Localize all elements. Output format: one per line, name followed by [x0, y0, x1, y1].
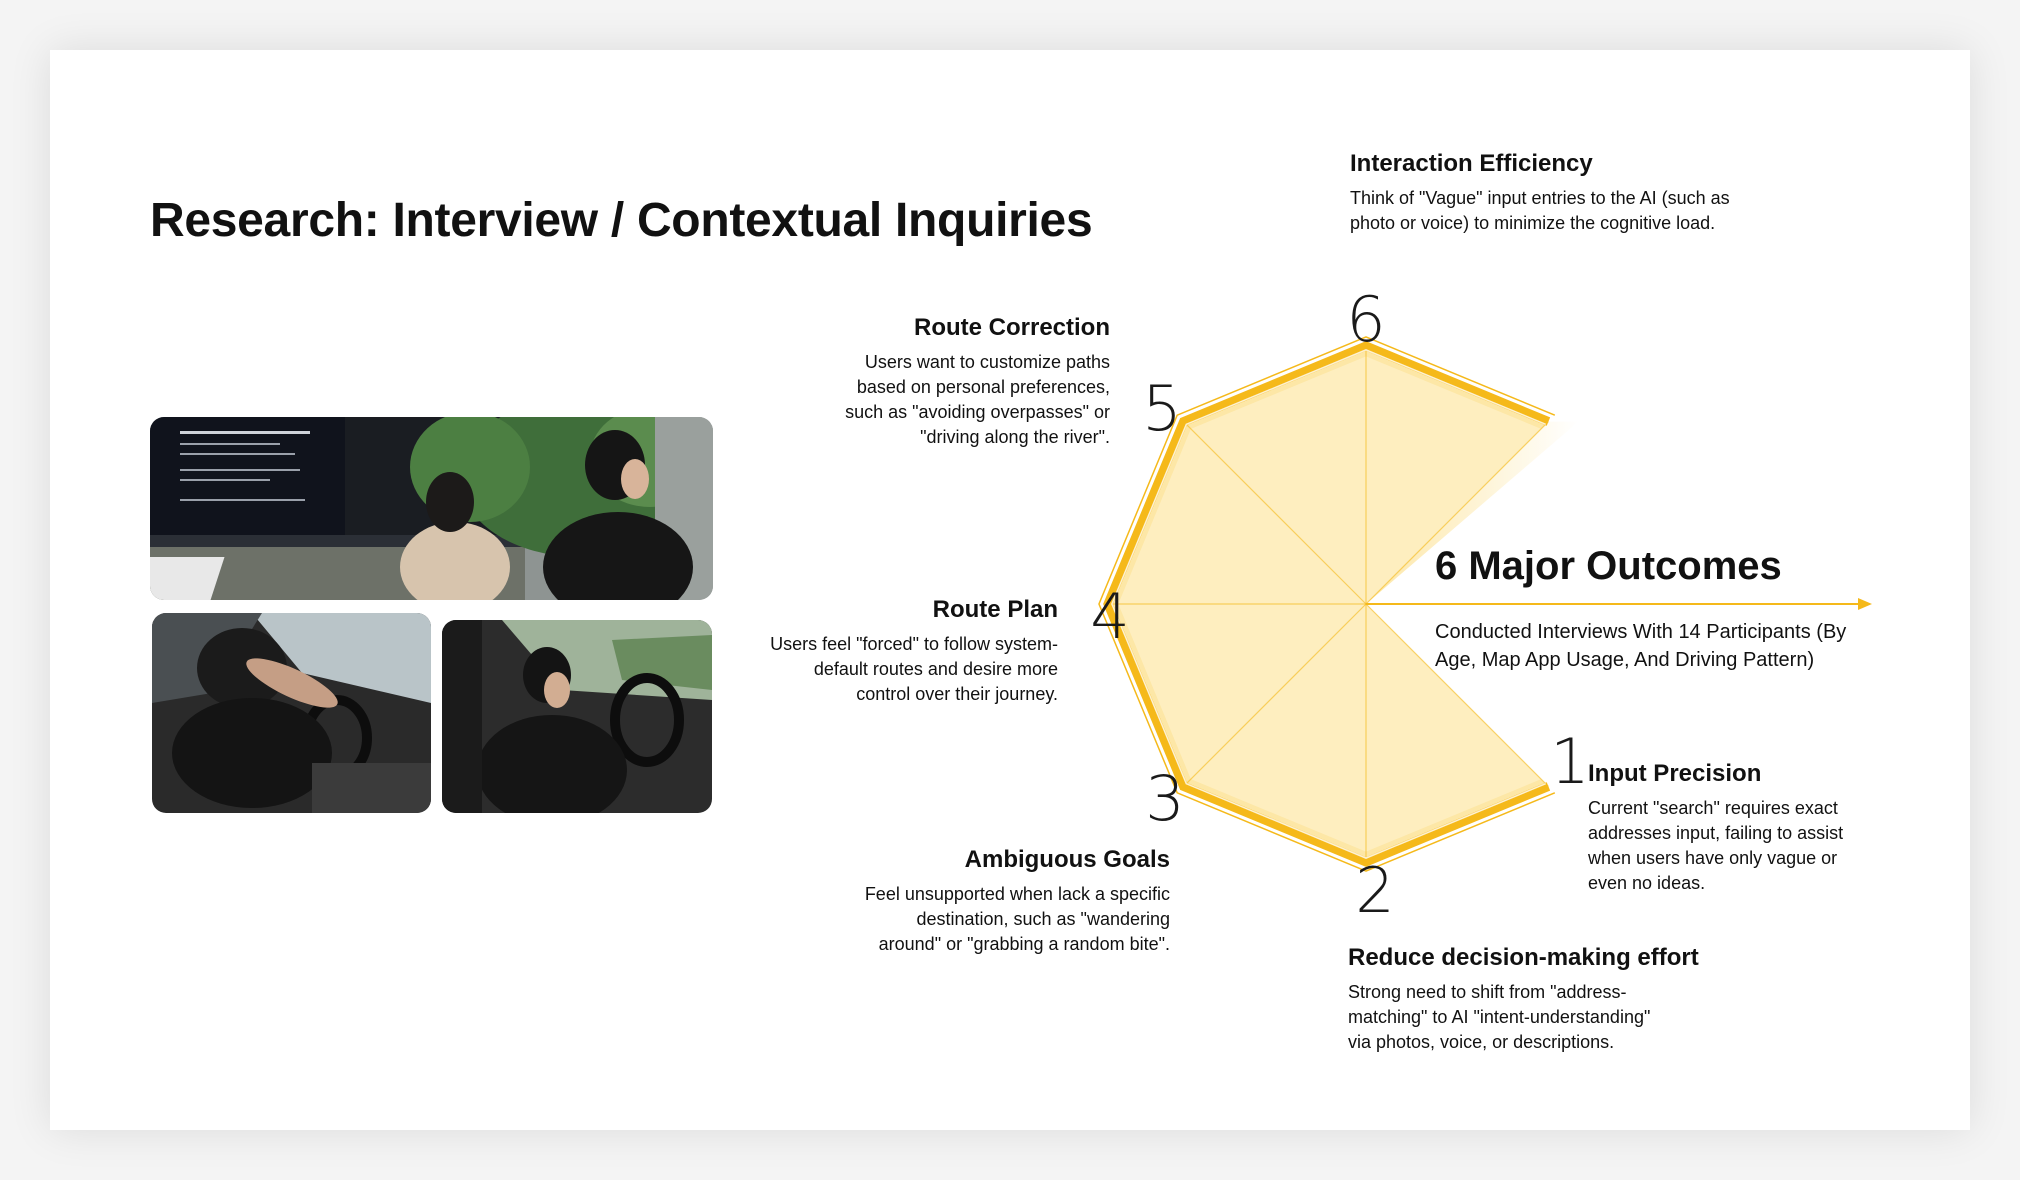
- finding-2-title: Reduce decision-making effort: [1348, 944, 1699, 971]
- finding-3-text: Feel unsupported when lack a specific de…: [864, 884, 1170, 954]
- page-title: Research: Interview / Contextual Inquiri…: [150, 194, 1093, 247]
- radar-number-1: 1: [1550, 725, 1589, 798]
- slide-card: Research: Interview / Contextual Inquiri…: [50, 50, 1970, 1130]
- radar-fade-upper: [1366, 421, 1579, 604]
- radar-spoke: [1365, 421, 1549, 605]
- radar-chart: [1098, 336, 1872, 872]
- radar-outline: [1103, 341, 1551, 867]
- driving-photo-left: [152, 613, 431, 813]
- finding-5-title: Route Correction: [913, 314, 1110, 341]
- radar-spoke: [1183, 603, 1367, 787]
- radar-number-4: 4: [1090, 580, 1129, 653]
- finding-5-text: Users want to customize paths based on p…: [845, 352, 1110, 447]
- radar-number-2: 2: [1355, 854, 1394, 927]
- outcomes-subtitle: Conducted Interviews With 14 Participant…: [1435, 621, 1847, 671]
- radar-axis-numbers: 1 2 3 4 5 6: [1090, 283, 1589, 927]
- finding-3: Ambiguous Goals Feel unsupported when la…: [850, 846, 1170, 957]
- radar-number-6: 6: [1346, 283, 1385, 356]
- driving-photo-right: [442, 620, 712, 813]
- finding-6: Interaction Efficiency Think of "Vague" …: [1350, 150, 1770, 236]
- finding-6-text: Think of "Vague" input entries to the AI…: [1350, 188, 1730, 233]
- finding-1: Input Precision Current "search" require…: [1588, 760, 1878, 896]
- radar-spoke: [1183, 421, 1367, 605]
- finding-1-text: Current "search" requires exact addresse…: [1588, 798, 1844, 893]
- radar-diagram: 1 2 3 4 5 6: [1090, 283, 1872, 927]
- finding-5: Route Correction Users want to customize…: [820, 314, 1110, 450]
- finding-4-title: Route Plan: [932, 596, 1058, 623]
- radar-outline-outer: [1098, 336, 1556, 872]
- radar-outline-inner: [1111, 349, 1546, 859]
- finding-3-title: Ambiguous Goals: [964, 846, 1170, 873]
- arrow-head-icon: [1858, 598, 1872, 610]
- finding-2: Reduce decision-making effort Strong nee…: [1348, 944, 1699, 1055]
- finding-1-title: Input Precision: [1588, 760, 1762, 787]
- finding-6-title: Interaction Efficiency: [1350, 150, 1593, 177]
- finding-4: Route Plan Users feel "forced" to follow…: [768, 596, 1058, 707]
- radar-number-5: 5: [1142, 372, 1181, 445]
- radar-spoke: [1365, 603, 1549, 787]
- finding-2-text: Strong need to shift from "address-match…: [1348, 982, 1651, 1052]
- radar-number-3: 3: [1145, 762, 1184, 835]
- finding-4-text: Users feel "forced" to follow system-def…: [770, 634, 1058, 704]
- outcomes-title: 6 Major Outcomes: [1435, 544, 1782, 588]
- meeting-photo: [150, 417, 713, 600]
